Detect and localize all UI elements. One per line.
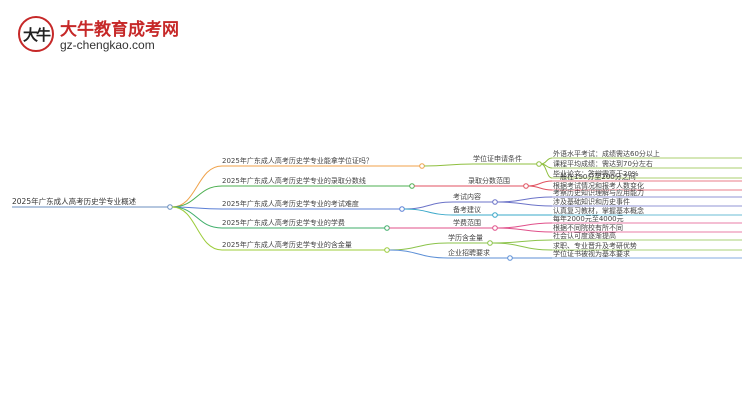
sub-branch-connector [423,163,474,167]
sub-branch-connector [388,242,449,251]
mindmap-root: 2025年广东成人高考历史学专业概述 [12,196,137,206]
leaf-label: 认真复习教材，掌握基本概念 [553,206,644,215]
sub-branch-label: 学位证申请条件 [473,154,522,163]
leaf-connector [540,157,553,165]
sub-branch-label: 企业招聘要求 [448,248,490,257]
leaf-label: 社会认可度逐渐提高 [553,231,616,240]
brand-logo: 大牛 大牛教育成考网 gz-chengkao.com [18,14,218,58]
leaf-label: 学位证书被视为基本要求 [553,249,630,258]
brand-name: 大牛教育成考网 [60,20,179,40]
sub-branch-node-dot [487,240,493,246]
branch-node-dot [419,163,425,169]
branch-label: 2025年广东成人高考历史学专业的含金量 [222,240,352,249]
branch-connector [171,206,223,229]
leaf-label: 根据考试情况和报考人数变化 [553,181,644,190]
sub-branch-node-dot [492,199,498,205]
branch-connector [171,165,223,208]
sub-branch-node-dot [492,225,498,231]
leaf-connector [540,163,553,179]
branch-node-dot [409,183,415,189]
leaf-connector [527,180,553,187]
branch-connector [171,206,223,251]
leaf-connector [496,227,553,233]
sub-branch-node-dot [536,161,542,167]
branch-label: 2025年广东成人高考历史学专业的学费 [222,218,345,227]
leaf-label: 课程平均成绩：需达到70分左右 [553,159,653,168]
brand-url: gz-chengkao.com [60,38,155,52]
branch-connector [171,185,223,208]
branch-label: 2025年广东成人高考历史学专业能拿学位证吗？ [222,156,373,165]
leaf-label: 毕业论文：答辩需高于20% [553,169,639,178]
sub-branch-label: 学费范围 [453,218,481,227]
branch-node-dot [384,225,390,231]
leaf-connector [527,185,553,191]
sub-branch-node-dot [523,183,529,189]
leaf-connector [496,222,553,229]
sub-branch-label: 备考建议 [453,205,481,214]
sub-branch-connector [388,249,449,259]
sub-branch-connector [403,201,454,210]
sub-branch-node-dot [492,212,498,218]
branch-label: 2025年广东成人高考历史学专业的考试难度 [222,199,359,208]
branch-node-dot [384,247,390,253]
leaf-connector [491,242,553,251]
leaf-label: 考察历史知识理解与应用能力 [553,188,644,197]
leaf-label: 求职、专业晋升及考研优势 [553,241,637,250]
leaf-label: 根据不同院校有所不同 [553,223,623,232]
sub-branch-label: 学历含金量 [448,233,483,242]
brand-badge-icon: 大牛 [18,16,54,52]
sub-branch-node-dot [507,255,513,261]
sub-branch-label: 考试内容 [453,192,481,201]
leaf-connector [496,196,553,203]
leaf-connector [491,239,553,244]
leaf-label: 涉及基础知识和历史事件 [553,197,630,206]
leaf-label: 每年2000元至4000元 [553,214,624,223]
sub-branch-connector [403,208,454,216]
leaf-label: 外语水平考试：成绩需达60分以上 [553,149,660,158]
branch-label: 2025年广东成人高考历史学专业的录取分数线 [222,176,366,185]
branch-node-dot [399,206,405,212]
sub-branch-label: 录取分数范围 [468,176,510,185]
leaf-label: 一般在150分至200分之间 [553,172,636,181]
root-node-dot [167,204,173,210]
leaf-connector [496,201,553,207]
